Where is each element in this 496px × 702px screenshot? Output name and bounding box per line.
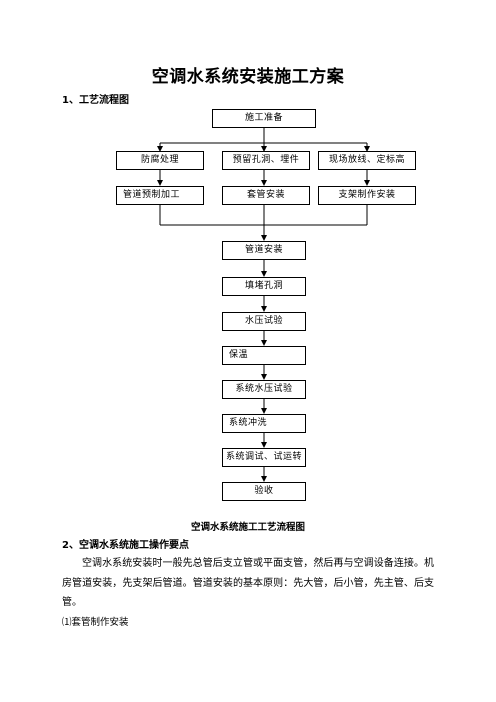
flow-step-row2-middle: 套管安装 xyxy=(222,186,310,205)
section-heading-2: 2、空调水系统施工操作要点 xyxy=(62,540,189,551)
flow-step-pipe-install: 管道安装 xyxy=(222,241,306,260)
sub-item-sleeve: ⑴套管制作安装 xyxy=(62,617,129,628)
flow-step-fill-holes: 填堵孔洞 xyxy=(222,277,306,296)
flow-step-row2-left: 管道预制加工 xyxy=(116,186,204,205)
flow-step-acceptance: 验收 xyxy=(222,482,306,501)
body-paragraph: 空调水系统安装时一般先总管后支立管或平面支管，然后再与空调设备连接。机房管道安装… xyxy=(62,558,434,608)
flow-step-insulation: 保温 xyxy=(222,346,306,365)
flow-step-system-pressure-test: 系统水压试验 xyxy=(222,380,306,399)
flow-step-flush: 系统冲洗 xyxy=(222,414,306,433)
flow-step-row2-right: 支架制作安装 xyxy=(318,186,416,205)
flowchart-caption: 空调水系统施工工艺流程图 xyxy=(190,522,305,533)
document-title: 空调水系统安装施工方案 xyxy=(151,67,345,87)
flow-step-pressure-test: 水压试验 xyxy=(222,312,306,331)
flow-step-row1-right: 现场放线、定标高 xyxy=(318,151,416,170)
flow-step-row1-left: 防腐处理 xyxy=(116,151,204,170)
flow-step-row1-middle: 预留孔洞、埋件 xyxy=(222,151,310,170)
flow-step-start: 施工准备 xyxy=(212,109,316,128)
section-heading-1: 1、工艺流程图 xyxy=(62,95,129,106)
flow-step-commissioning: 系统调试、试运转 xyxy=(222,448,306,467)
